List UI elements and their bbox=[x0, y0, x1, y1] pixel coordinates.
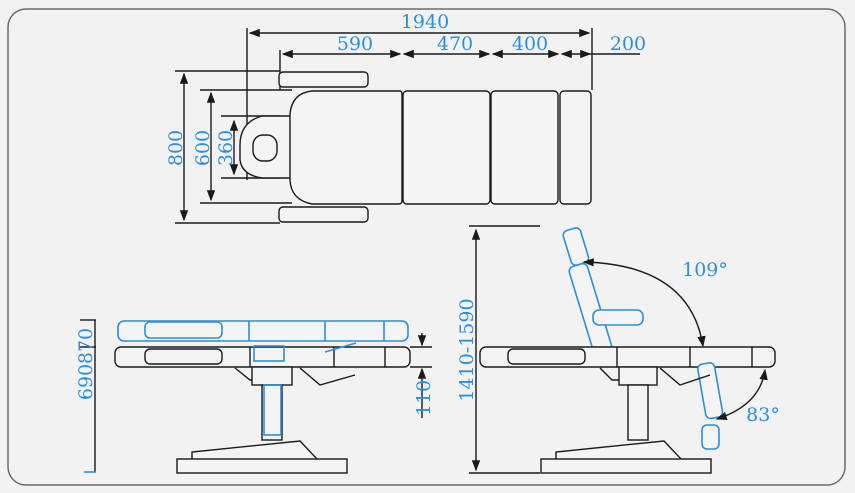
section-length-label: 400 bbox=[512, 33, 548, 55]
armrest-top bbox=[278, 71, 369, 88]
leg-section bbox=[559, 90, 592, 205]
overall-length-label: 1940 bbox=[401, 11, 449, 33]
section-length-label: 200 bbox=[610, 33, 646, 55]
headrest bbox=[239, 115, 293, 179]
width-label-600: 600 bbox=[192, 130, 214, 166]
back-section bbox=[402, 90, 491, 205]
chair-base bbox=[540, 458, 712, 474]
column-housing bbox=[251, 366, 293, 386]
footrest-lowered bbox=[701, 424, 720, 450]
section-length-label: 590 bbox=[337, 33, 373, 55]
section-length-label: 470 bbox=[437, 33, 473, 55]
armrest-raised bbox=[592, 309, 644, 326]
max-height-label: 870 bbox=[75, 328, 97, 364]
legrest-angle-label: 83° bbox=[746, 404, 780, 426]
top-view: 1940 590 470 400 200 800 600 360 bbox=[165, 11, 646, 224]
armrest-bottom bbox=[278, 206, 369, 223]
lift-travel-label: 110 bbox=[413, 380, 435, 416]
raised-tabletop bbox=[117, 320, 409, 342]
width-label-360: 360 bbox=[215, 130, 237, 166]
lift-column bbox=[261, 384, 283, 441]
face-hole bbox=[252, 134, 278, 162]
overall-height-label: 1410-1590 bbox=[456, 298, 478, 401]
seat-section bbox=[490, 90, 559, 205]
base bbox=[176, 458, 348, 474]
side-view-flat: 870 690 110 bbox=[75, 319, 435, 474]
width-label-800: 800 bbox=[165, 130, 187, 166]
head-section bbox=[289, 90, 403, 205]
backrest-angle-label: 109° bbox=[682, 259, 728, 281]
min-height-label: 690 bbox=[75, 364, 97, 400]
side-view-chair: 1410-1590 109° 83° bbox=[456, 225, 780, 474]
